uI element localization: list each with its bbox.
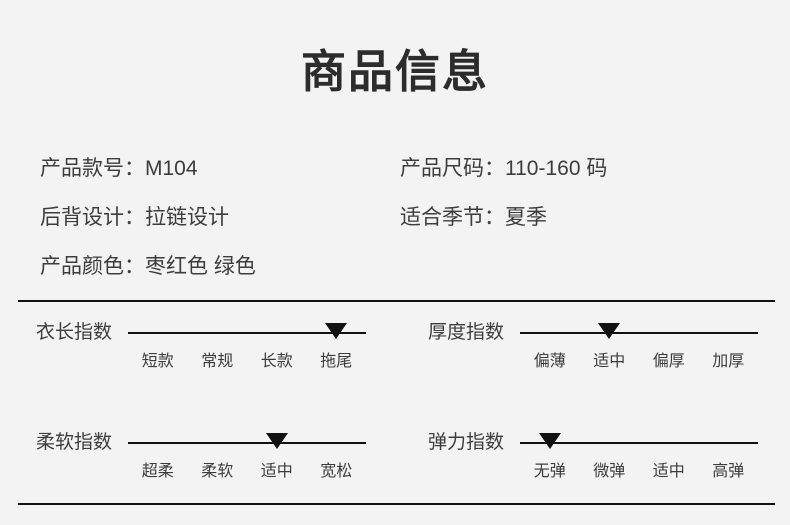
- spec-value: 110-160 码: [505, 157, 608, 180]
- spec-list: 产品款号：M104 产品尺码：110-160 码 后背设计：拉链设计 适合季节：…: [40, 155, 750, 302]
- gauge-step: 超柔: [141, 463, 174, 480]
- gauge-track: [520, 442, 758, 444]
- spec-row: 产品款号：M104 产品尺码：110-160 码: [40, 155, 750, 204]
- gauge-title: 衣长指数: [36, 322, 113, 343]
- gauge-marker-triangle-icon: [265, 433, 288, 449]
- gauge-track: [128, 442, 366, 444]
- gauge-track: [128, 332, 366, 334]
- page-title: 商品信息: [300, 46, 489, 97]
- spec-label: 产品尺码：: [400, 157, 505, 180]
- gauge-step: 微弹: [593, 463, 626, 480]
- spec-value: 夏季: [505, 206, 547, 229]
- gauge-elasticity-index: 弹力指数 无弹 微弹 适中 高弹: [428, 428, 773, 488]
- gauge-scale: 偏薄 适中 偏厚 加厚: [520, 350, 758, 374]
- gauge-step: 无弹: [533, 463, 566, 480]
- spec-label: 适合季节：: [400, 206, 505, 229]
- gauge-track: [520, 332, 758, 334]
- spec-item-season: 适合季节：夏季: [400, 204, 547, 232]
- gauge-scale: 无弹 微弹 适中 高弹: [520, 460, 758, 484]
- gauge-step: 偏薄: [533, 353, 566, 370]
- gauge-scale: 短款 常规 长款 拖尾: [128, 350, 366, 374]
- spec-item-product-size: 产品尺码：110-160 码: [400, 155, 607, 183]
- gauge-marker-triangle-icon: [325, 323, 348, 339]
- gauge-thickness-index: 厚度指数 偏薄 适中 偏厚 加厚: [428, 318, 773, 378]
- gauge-step: 加厚: [712, 353, 745, 370]
- spec-label: 产品款号：: [40, 157, 145, 180]
- gauge-marker-triangle-icon: [538, 433, 561, 449]
- gauge-step: 短款: [141, 353, 174, 370]
- spec-value: M104: [145, 157, 198, 180]
- gauge-title: 弹力指数: [428, 432, 505, 453]
- gauge-step: 适中: [652, 463, 685, 480]
- spec-label: 后背设计：: [40, 206, 145, 229]
- gauge-title: 柔软指数: [36, 432, 113, 453]
- spec-row: 产品颜色：枣红色 绿色: [40, 253, 750, 302]
- gauge-scale: 超柔 柔软 适中 宽松: [128, 460, 366, 484]
- spec-row: 后背设计：拉链设计 适合季节：夏季: [40, 204, 750, 253]
- gauge-title: 厚度指数: [428, 322, 505, 343]
- divider-bottom: [18, 503, 775, 505]
- gauge-softness-index: 柔软指数 超柔 柔软 适中 宽松: [36, 428, 381, 488]
- gauge-step: 适中: [260, 463, 293, 480]
- spec-item-back-design: 后背设计：拉链设计: [40, 204, 229, 232]
- spec-item-product-code: 产品款号：M104: [40, 155, 198, 183]
- divider-top: [18, 300, 775, 302]
- spec-item-color: 产品颜色：枣红色 绿色: [40, 253, 256, 281]
- spec-label: 产品颜色：: [40, 255, 145, 278]
- spec-value: 枣红色 绿色: [145, 255, 256, 278]
- spec-value: 拉链设计: [145, 206, 229, 229]
- gauge-step: 常规: [201, 353, 234, 370]
- gauge-step: 宽松: [320, 463, 353, 480]
- gauge-length-index: 衣长指数 短款 常规 长款 拖尾: [36, 318, 381, 378]
- index-gauge-group: 衣长指数 短款 常规 长款 拖尾 厚度指数 偏薄 适中 偏厚 加厚 柔软: [0, 318, 790, 498]
- gauge-marker-triangle-icon: [598, 323, 621, 339]
- gauge-step: 偏厚: [652, 353, 685, 370]
- gauge-step: 高弹: [712, 463, 745, 480]
- gauge-step: 长款: [260, 353, 293, 370]
- gauge-step: 适中: [593, 353, 626, 370]
- gauge-step: 拖尾: [320, 353, 353, 370]
- gauge-step: 柔软: [201, 463, 234, 480]
